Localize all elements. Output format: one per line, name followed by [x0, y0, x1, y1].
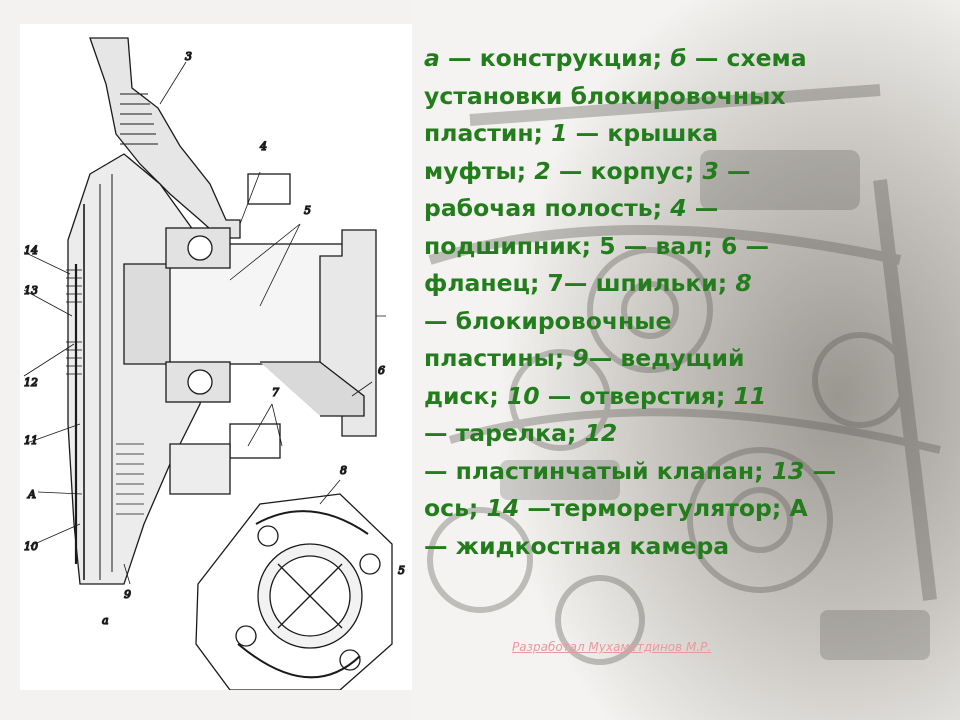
caption-line: рабочая полость; 4 — [424, 190, 924, 228]
caption-segment: 11 [733, 381, 767, 410]
label-5-scheme: 5 [398, 564, 405, 577]
caption-segment: рабочая полость; [424, 194, 671, 222]
bearing-4 [165, 227, 231, 403]
caption-segment: 3 [702, 156, 719, 185]
caption-segment: — отверстия; [539, 381, 734, 410]
caption-segment: 4 [670, 194, 687, 222]
caption-segment: — тарелка; [424, 419, 585, 447]
caption-segment: — [686, 194, 719, 222]
caption-line: а — конструкция; б — схема [424, 40, 924, 78]
caption-line: — жидкостная камера [424, 528, 924, 566]
caption-segment: 1 [551, 119, 568, 147]
fan-clutch-diagram: 3 4 5 6 7 8 9 10 11 12 13 14 A а 5 [23, 37, 406, 690]
caption-line: фланец; 7— шпильки; 8 [424, 265, 924, 303]
caption-segment: — пластинчатый клапан; [424, 456, 772, 485]
caption-segment: подшипник; 5 — вал; 6 — [424, 231, 770, 260]
caption-line: пластин; 1 — крышка [424, 115, 924, 153]
caption-segment: б [670, 44, 687, 72]
label-6: 6 [378, 364, 385, 377]
caption-segment: фланец; 7— шпильки; [424, 269, 736, 297]
caption-line: — блокировочные [424, 303, 924, 341]
caption-line: подшипник; 5 — вал; 6 — [424, 228, 924, 266]
caption-line: — тарелка; 12 [424, 415, 924, 453]
label-7: 7 [272, 386, 279, 399]
caption-segment: 13 [771, 456, 805, 485]
label-8: 8 [340, 464, 347, 477]
caption-line: диск; 10 — отверстия; 11 [424, 378, 924, 416]
label-13: 13 [24, 284, 38, 297]
caption-segment: а [424, 44, 440, 72]
caption-segment: — конструкция; [439, 44, 671, 72]
part-7-stud [169, 443, 231, 495]
caption-segment: — [718, 156, 751, 185]
caption-segment: муфты; [424, 156, 535, 185]
caption-segment: установки блокировочных [424, 81, 786, 110]
caption-segment: 8 [735, 269, 752, 297]
caption-segment: диск; [424, 381, 507, 410]
figure-caption: а — конструкция; б — схема установки блок… [424, 40, 924, 565]
caption-segment: пластины; [424, 344, 573, 372]
label-5: 5 [304, 204, 311, 217]
clutch-cover [89, 37, 241, 239]
caption-line: — пластинчатый клапан; 13 — [424, 453, 924, 491]
caption-segment: 12 [584, 419, 618, 447]
author-watermark: Разработал Мухаметдинов М.Р. [512, 640, 712, 654]
caption-segment: — крышка [567, 119, 719, 147]
caption-segment: 2 [534, 156, 551, 185]
caption-segment: — ведущий [588, 344, 745, 372]
leader-lines [23, 61, 373, 585]
caption-line: муфты; 2 — корпус; 3 — [424, 153, 924, 191]
label-14: 14 [24, 244, 38, 257]
fin-hatching [66, 269, 144, 515]
caption-segment: 9 [572, 344, 589, 372]
cover-fins [120, 93, 158, 145]
caption-segment: пластин; [424, 119, 552, 147]
caption-segment: — корпус; [550, 156, 703, 185]
caption-line: пластины; 9— ведущий [424, 340, 924, 378]
caption-segment: — блокировочные [424, 306, 672, 335]
caption-segment: — схема [686, 44, 807, 72]
label-10: 10 [24, 540, 38, 553]
caption-line: ось; 14 —терморегулятор; А [424, 490, 924, 528]
view-b-scheme [195, 493, 393, 690]
clutch-drawing-panel: 3 4 5 6 7 8 9 10 11 12 13 14 A а 5 [20, 24, 412, 690]
label-11: 11 [24, 434, 38, 447]
caption-line: установки блокировочных [424, 78, 924, 116]
caption-segment: 14 [486, 494, 520, 522]
caption-segment: — жидкостная камера [424, 531, 730, 560]
label-A: A [27, 488, 36, 501]
label-view-a: а [102, 614, 109, 627]
label-12: 12 [24, 376, 38, 389]
caption-segment: ось; [424, 494, 487, 522]
caption-segment: —терморегулятор; А [519, 494, 808, 522]
drive-disc [123, 263, 175, 365]
caption-segment: — [804, 456, 837, 485]
caption-segment: 10 [506, 381, 540, 410]
label-9: 9 [124, 588, 131, 601]
label-4: 4 [259, 140, 267, 153]
label-3: 3 [185, 50, 192, 63]
